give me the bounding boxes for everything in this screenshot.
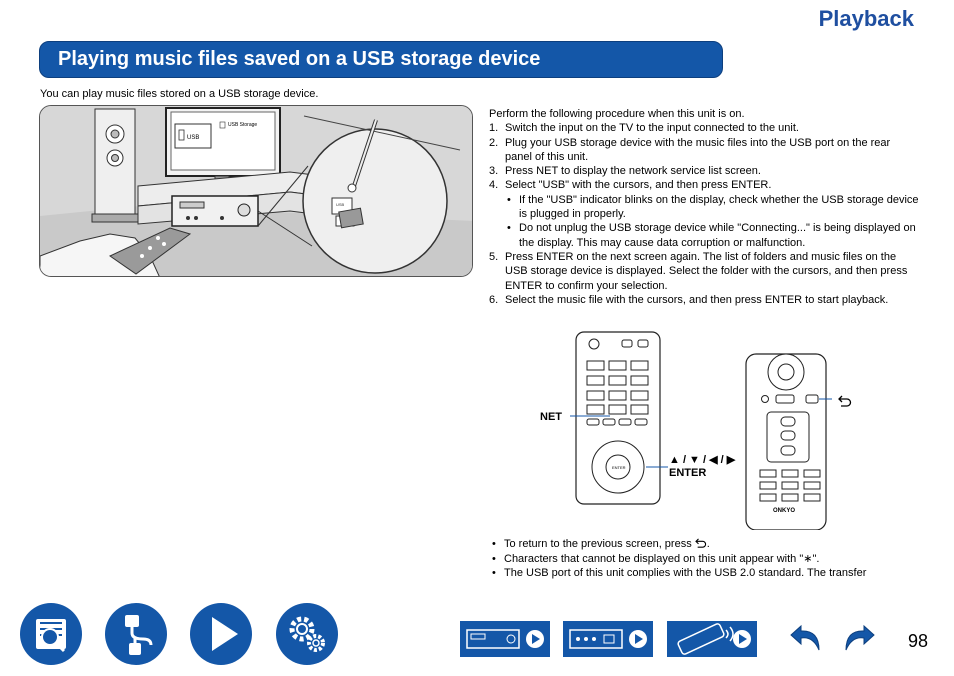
- return-icon: [838, 395, 852, 407]
- step-3: 3.Press NET to display the network servi…: [489, 165, 761, 178]
- page-number: 98: [908, 631, 929, 651]
- rear-panel-tile[interactable]: [563, 621, 653, 657]
- step-4: 4.Select "USB" with the cursors, and the…: [489, 179, 772, 192]
- playback-play-icon[interactable]: [190, 603, 252, 665]
- note-characters: •Characters that cannot be displayed on …: [492, 552, 820, 565]
- step-5: 5.Press ENTER on the next screen again. …: [489, 250, 908, 292]
- back-arrow-icon[interactable]: [787, 620, 827, 656]
- procedure-lead: Perform the following procedure when thi…: [489, 108, 745, 120]
- step-2: 2.Plug your USB storage device with the …: [489, 136, 891, 163]
- usb-connection-illustration: USB USB Storage USB: [39, 105, 473, 277]
- contents-book-icon[interactable]: [20, 603, 82, 665]
- cursor-buttons-label: ▲ / ▼ / ◀ / ▶: [669, 454, 736, 466]
- svg-text:ENTER: ENTER: [612, 465, 626, 470]
- remote-illustration: ENTER ONKYO: [536, 330, 836, 530]
- remote-controller-tile[interactable]: [667, 621, 757, 657]
- connection-cable-icon[interactable]: [105, 603, 167, 665]
- step-4-bullet: •Do not unplug the USB storage device wh…: [507, 222, 916, 249]
- page-title-bar: Playing music files saved on a USB stora…: [39, 41, 723, 78]
- note-return: •To return to the previous screen, press…: [492, 538, 710, 550]
- svg-text:USB: USB: [336, 202, 345, 207]
- settings-gear-icon[interactable]: [276, 603, 338, 665]
- front-panel-tile[interactable]: [460, 621, 550, 657]
- intro-text: You can play music files stored on a USB…: [40, 88, 319, 100]
- step-4-bullet: •If the "USB" indicator blinks on the di…: [507, 193, 919, 221]
- step-1: 1.Switch the input on the TV to the inpu…: [489, 122, 799, 135]
- procedure-text: Perform the following procedure when thi…: [489, 107, 919, 307]
- tv-usb-label: USB: [187, 135, 199, 141]
- remote-brand-label: ONKYO: [773, 508, 795, 514]
- tv-storage-label: USB Storage: [228, 122, 257, 128]
- section-title: Playback: [818, 6, 914, 31]
- step-6: 6.Select the music file with the cursors…: [489, 293, 889, 306]
- notes-list: •To return to the previous screen, press…: [490, 537, 920, 581]
- forward-arrow-icon[interactable]: [838, 620, 878, 656]
- note-usb-standard: •The USB port of this unit complies with…: [492, 567, 867, 579]
- return-icon: [694, 538, 706, 548]
- page-title: Playing music files saved on a USB stora…: [58, 48, 541, 70]
- enter-button-label: ENTER: [669, 467, 707, 479]
- net-button-label: NET: [540, 411, 562, 423]
